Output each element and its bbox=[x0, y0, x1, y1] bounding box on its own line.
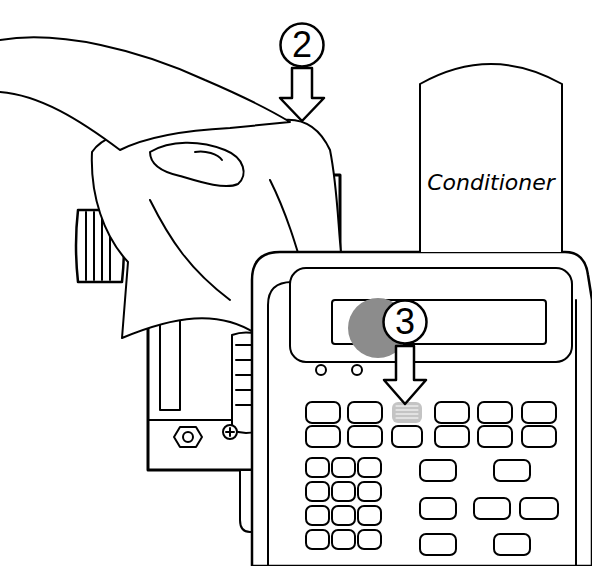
callout-circle-shape bbox=[281, 24, 324, 67]
key-marking bbox=[396, 418, 418, 419]
keypad-device bbox=[252, 252, 592, 566]
key-marking bbox=[396, 414, 418, 415]
key bbox=[306, 402, 340, 423]
key bbox=[494, 534, 530, 555]
callout-circle: 3 bbox=[382, 299, 428, 345]
key bbox=[478, 426, 512, 447]
key bbox=[522, 402, 556, 423]
key-marking bbox=[396, 406, 418, 407]
callout-number: 3 bbox=[395, 304, 415, 340]
key-marking bbox=[396, 410, 418, 411]
key bbox=[358, 458, 381, 477]
product-label: Conditioner bbox=[427, 172, 555, 194]
callout-circle-shape bbox=[384, 301, 427, 344]
callout-arrow bbox=[384, 346, 426, 404]
key bbox=[306, 426, 340, 447]
key bbox=[306, 530, 329, 549]
key bbox=[435, 426, 469, 447]
key bbox=[358, 530, 381, 549]
key bbox=[435, 402, 469, 423]
key bbox=[306, 506, 329, 525]
key bbox=[522, 426, 556, 447]
key bbox=[306, 458, 329, 477]
key bbox=[332, 530, 355, 549]
key bbox=[332, 458, 355, 477]
key bbox=[520, 498, 558, 519]
conditioner-bottle-outline bbox=[418, 58, 564, 252]
key bbox=[474, 498, 510, 519]
hand bbox=[0, 37, 290, 186]
key bbox=[358, 482, 381, 501]
bottle-shape bbox=[420, 64, 562, 252]
key bbox=[494, 460, 530, 481]
key bbox=[358, 506, 381, 525]
conditioner-bottle: Conditioner bbox=[418, 58, 564, 252]
key bbox=[392, 426, 422, 447]
key bbox=[348, 402, 382, 423]
key bbox=[332, 506, 355, 525]
key bbox=[420, 460, 456, 481]
callout-number: 2 bbox=[292, 27, 312, 63]
callout-arrow bbox=[280, 68, 324, 121]
key bbox=[306, 482, 329, 501]
key bbox=[478, 402, 512, 423]
callout-circle: 2 bbox=[279, 22, 325, 68]
key bbox=[392, 402, 422, 423]
key bbox=[332, 482, 355, 501]
key bbox=[420, 534, 456, 555]
key bbox=[420, 498, 456, 519]
key bbox=[348, 426, 382, 447]
